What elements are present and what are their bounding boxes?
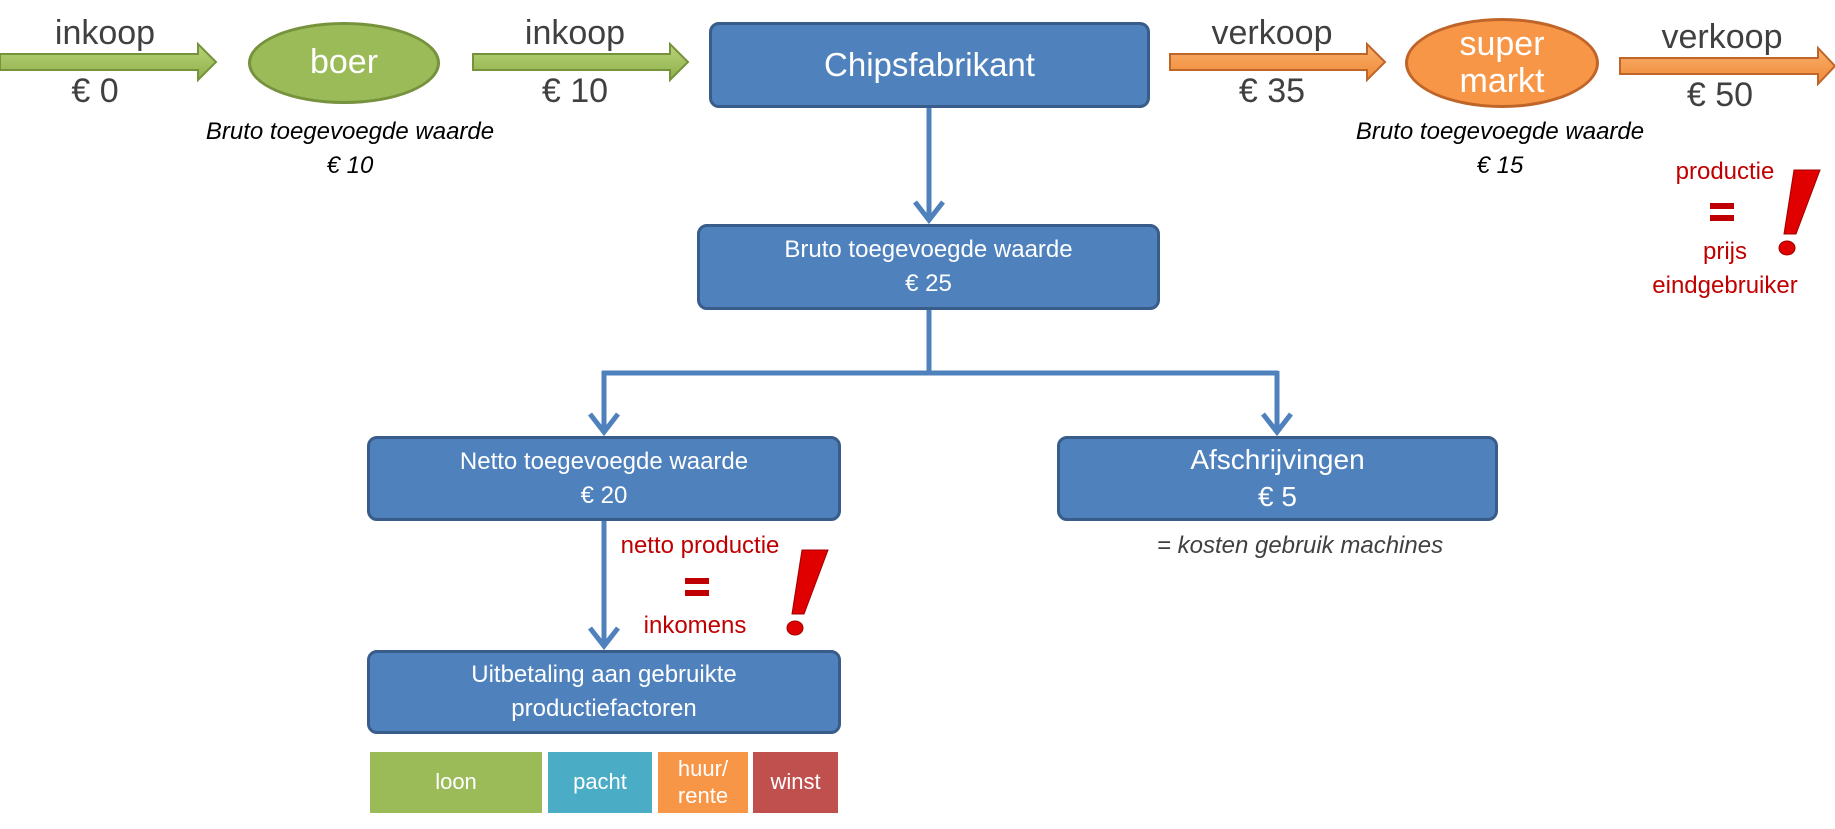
production-note-bottom1: prijs [1702,238,1747,265]
exclamation-icon [1778,169,1821,256]
production-note-top: productie [1675,158,1775,185]
farmer-value-label: Bruto toegevoegde waarde [205,118,495,145]
depreciation-note: = kosten gebruik machines [1156,532,1444,559]
farmer-value-amount: € 10 [326,152,374,179]
buy1-price: € 0 [71,72,119,110]
factor-wage: loon [370,752,542,813]
arrow-buy2 [472,41,690,83]
sell2-label: verkoop [1661,18,1783,56]
gross-value-box: Bruto toegevoegde waarde € 25 [697,224,1160,310]
depreciation-label: Afschrijvingen [1190,444,1365,476]
sell1-price: € 35 [1238,72,1306,110]
factor-rent-label-line1: huur/ [677,756,729,782]
supermarket-line2: markt [1459,62,1545,100]
sell2-price: € 50 [1686,76,1754,114]
depreciation-amount: € 5 [1258,480,1297,512]
factor-lease: pacht [548,752,652,813]
payment-label-line2: productiefactoren [511,695,697,722]
supermarket-value-label: Bruto toegevoegde waarde [1355,118,1645,145]
depreciation-box: Afschrijvingen € 5 [1057,436,1498,521]
factor-lease-label: pacht [573,769,627,795]
buy2-price: € 10 [541,72,609,110]
arrow-buy1 [0,41,218,83]
factor-wage-label: loon [435,769,477,795]
factor-profit-label: winst [770,769,821,795]
factor-profit: winst [753,752,838,813]
gross-value-label: Bruto toegevoegde waarde [784,236,1073,264]
connector-lines [588,108,1293,651]
exclamation-icon [786,549,829,636]
buy1-label: inkoop [54,14,156,52]
supermarket-value-amount: € 15 [1476,152,1524,179]
arrow-sell2 [1619,45,1835,87]
net-value-box: Netto toegevoegde waarde € 20 [367,436,841,521]
factor-rent: huur/ rente [658,752,748,813]
equals-sign-icon [1710,203,1734,227]
manufacturer-label: Chipsfabrikant [824,46,1035,83]
equals-sign-icon [685,578,709,602]
sell1-label: verkoop [1211,14,1333,52]
payment-box: Uitbetaling aan gebruikte productiefacto… [367,650,841,734]
buy2-label: inkoop [524,14,626,52]
net-value-amount: € 20 [580,481,628,509]
supermarket-line1: super [1459,24,1545,63]
farmer-node: boer [248,22,440,104]
manufacturer-box: Chipsfabrikant [709,22,1150,108]
farmer-label: boer [309,43,379,82]
payment-label-line1: Uitbetaling aan gebruikte [471,661,737,689]
income-note-bottom: inkomens [643,612,747,639]
income-note-top: netto productie [620,532,780,559]
net-value-label: Netto toegevoegde waarde [459,447,749,475]
arrow-sell1 [1169,41,1387,83]
production-note-bottom2: eindgebruiker [1652,272,1798,299]
supermarket-node: super markt [1405,18,1599,108]
gross-value-amount: € 25 [905,270,952,297]
factor-rent-label-line2: rente [677,782,729,808]
